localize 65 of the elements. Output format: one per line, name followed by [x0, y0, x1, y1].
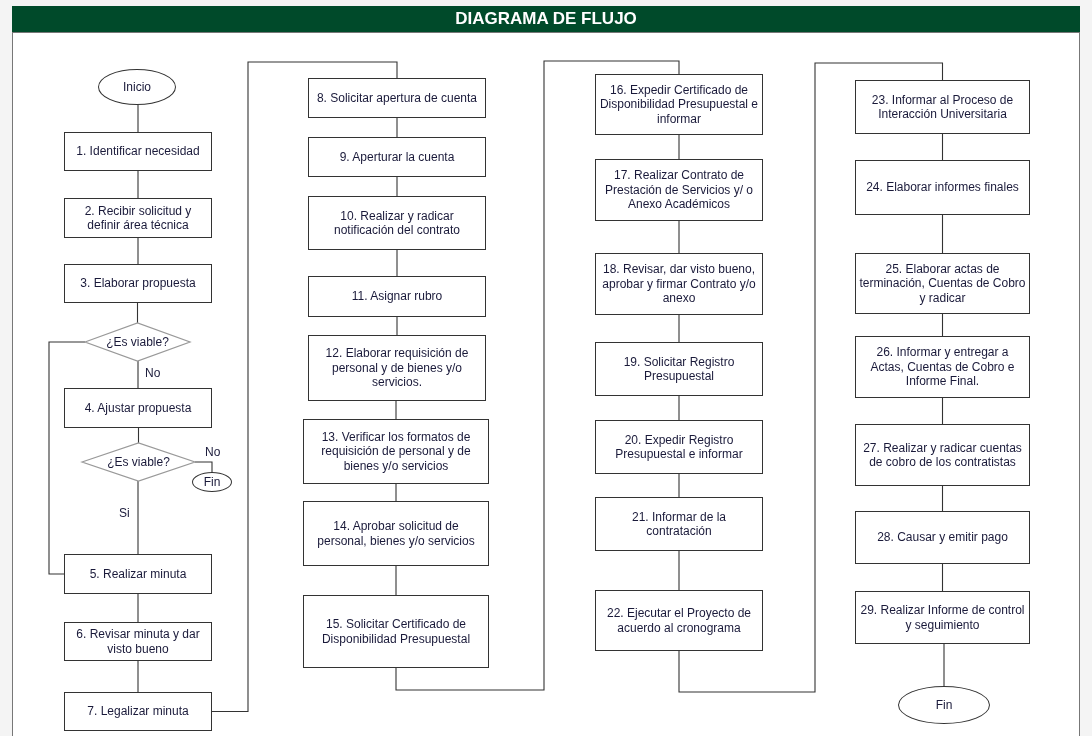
process-box: 28. Causar y emitir pago — [855, 511, 1030, 564]
process-box: 17. Realizar Contrato de Prestación de Servicios y/ o Anexo Académicos — [595, 159, 763, 221]
process-box: 8. Solicitar apertura de cuenta — [308, 78, 486, 118]
process-box: 7. Legalizar minuta — [64, 692, 212, 731]
process-box: 22. Ejecutar el Proyecto de acuerdo al cronograma — [595, 590, 763, 651]
process-box: 1. Identificar necesidad — [64, 132, 212, 171]
connector-line — [941, 485, 944, 512]
decision-diamond: ¿Es viable? — [82, 443, 195, 481]
process-box: 15. Solicitar Certificado de Disponibilidad Presupuestal — [303, 595, 489, 668]
process-box: 18. Revisar, dar visto bueno, aprobar y firmar Contrato y/o anexo — [595, 253, 763, 315]
process-box: 9. Aperturar la cuenta — [308, 137, 486, 177]
connector-line — [395, 483, 397, 502]
connector-line — [137, 593, 139, 623]
connector-line — [137, 170, 139, 199]
connector-line — [941, 133, 944, 161]
connector-line — [137, 360, 139, 389]
connector-line — [137, 237, 139, 265]
connector-line — [678, 220, 680, 254]
process-box: 25. Elaborar actas de terminación, Cuentas de Cobro y radicar — [855, 253, 1030, 314]
process-box: 24. Elaborar informes finales — [855, 160, 1030, 215]
process-box: 6. Revisar minuta y dar visto bueno — [64, 622, 212, 661]
process-box: 23. Informar al Proceso de Interacción Universitaria — [855, 80, 1030, 134]
connector-line — [678, 314, 680, 343]
connector-line — [136, 302, 139, 324]
connector-line — [941, 397, 944, 425]
connector-line — [678, 473, 680, 498]
process-box: 13. Verificar los formatos de requisición de personal y de bienes y/o servicios — [303, 419, 489, 484]
decision-diamond: ¿Es viable? — [85, 323, 190, 361]
process-box: 20. Expedir Registro Presupuestal e informar — [595, 420, 763, 474]
process-box: 26. Informar y entregar a Actas, Cuentas de Cobro e Informe Final. — [855, 336, 1030, 398]
connector-line — [941, 313, 944, 337]
process-box: 29. Realizar Informe de control y seguimiento — [855, 591, 1030, 644]
connector-line — [941, 563, 944, 592]
process-box: 16. Expedir Certificado de Disponibilidad Presupuestal e informar — [595, 74, 763, 135]
process-box: 12. Elaborar requisición de personal y de bienes y/o servicios. — [308, 335, 486, 401]
process-box: 10. Realizar y radicar notificación del contrato — [308, 196, 486, 250]
connector-line — [137, 660, 139, 693]
connector-line — [211, 61, 398, 713]
connector-line — [194, 461, 213, 473]
connector-line — [48, 341, 86, 575]
connector-line — [943, 643, 945, 687]
connector-line — [395, 400, 397, 420]
connector-line — [137, 104, 139, 133]
title-band: DIAGRAMA DE FLUJO — [12, 6, 1080, 32]
connector-line — [396, 117, 398, 138]
connector-line — [678, 62, 944, 693]
connector-line — [395, 565, 397, 596]
connector-line — [395, 60, 680, 691]
connector-line — [396, 316, 398, 336]
process-box: 4. Ajustar propuesta — [64, 388, 212, 428]
connector-line — [678, 395, 680, 421]
connector-line — [678, 550, 680, 591]
connector-line — [396, 176, 398, 197]
process-box: 11. Asignar rubro — [308, 276, 486, 317]
connector-line — [941, 214, 944, 254]
process-box: 19. Solicitar Registro Presupuestal — [595, 342, 763, 396]
process-box: 14. Aprobar solicitud de personal, bienes y/o servicios — [303, 501, 489, 566]
process-box: 5. Realizar minuta — [64, 554, 212, 594]
process-box: 21. Informar de la contratación — [595, 497, 763, 551]
connector-line — [678, 134, 680, 160]
process-box: 3. Elaborar propuesta — [64, 264, 212, 303]
process-box: 2. Recibir solicitud y definir área técnica — [64, 198, 212, 238]
process-box: 27. Realizar y radicar cuentas de cobro de los contratistas — [855, 424, 1030, 486]
connector-line — [396, 249, 398, 277]
connector-line — [137, 480, 139, 555]
